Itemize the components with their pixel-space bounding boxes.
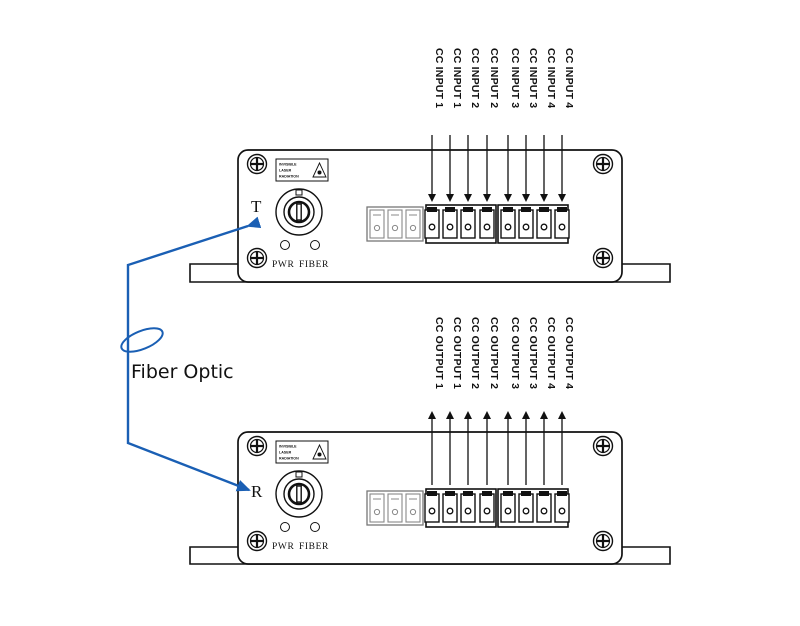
laser-hazard-dot <box>317 170 322 175</box>
laser-warning-text: INVISIBLE <box>279 163 297 167</box>
laser-warning-text: LASER <box>279 169 292 173</box>
unit-letter: R <box>251 482 263 501</box>
mounting-screw-icon <box>592 530 614 552</box>
pwr-led <box>280 240 290 250</box>
pwr-label: PWR <box>272 542 294 552</box>
laser-warning-text: INVISIBLE <box>279 445 297 449</box>
channel-label: CC INPUT 2 <box>488 48 500 108</box>
fiber-led <box>310 522 320 532</box>
signal-terminal-block <box>424 204 497 244</box>
fiber-label: FIBER <box>299 542 329 552</box>
channel-label: CC OUTPUT 4 <box>563 317 575 389</box>
fiber-connector <box>275 188 323 236</box>
mounting-screw-icon <box>592 153 614 175</box>
channel-label: CC OUTPUT 1 <box>433 317 445 389</box>
signal-terminal-block <box>424 488 497 528</box>
mounting-screw-icon <box>246 247 268 269</box>
channel-label: CC OUTPUT 4 <box>545 317 557 389</box>
mounting-screw-icon <box>592 435 614 457</box>
transmitter-unit: T INVISIBLE LASER RADIATION PWR FIBER CC INPUT… <box>189 48 671 283</box>
laser-hazard-dot <box>317 452 322 457</box>
fiber-led <box>310 240 320 250</box>
laser-hazard-icon <box>312 443 327 460</box>
channel-label: CC INPUT 4 <box>545 48 557 108</box>
channel-label: CC OUTPUT 3 <box>527 317 539 389</box>
mounting-screw-icon <box>592 247 614 269</box>
fiber-optic-label: Fiber Optic <box>131 361 234 383</box>
unit-letter: T <box>251 197 262 216</box>
receiver-unit: R INVISIBLE LASER RADIATION PWR FIBER CC OUTPU… <box>189 317 671 565</box>
pwr-led <box>280 522 290 532</box>
signal-terminal-block <box>497 204 570 244</box>
pwr-label: PWR <box>272 260 294 270</box>
channel-label: CC OUTPUT 1 <box>451 317 463 389</box>
channel-label: CC INPUT 3 <box>527 48 539 108</box>
channel-label: CC OUTPUT 3 <box>509 317 521 389</box>
fiber-label: FIBER <box>299 260 329 270</box>
laser-warning-text: RADIATION <box>279 457 299 461</box>
channel-label: CC INPUT 1 <box>451 48 463 108</box>
power-terminal-block <box>366 206 424 242</box>
channel-label: CC INPUT 1 <box>433 48 445 108</box>
channel-label: CC OUTPUT 2 <box>488 317 500 389</box>
channel-label: CC OUTPUT 2 <box>469 317 481 389</box>
channel-label: CC INPUT 4 <box>563 48 575 108</box>
channel-label: CC INPUT 2 <box>469 48 481 108</box>
signal-terminal-block <box>497 488 570 528</box>
laser-warning-text: RADIATION <box>279 175 299 179</box>
fiber-connector <box>275 470 323 518</box>
power-terminal-block <box>366 490 424 526</box>
fiber-optic-cable: Fiber Optic <box>120 216 262 492</box>
fiber-coil-icon <box>120 327 164 353</box>
laser-warning-text: LASER <box>279 451 292 455</box>
mounting-screw-icon <box>246 530 268 552</box>
mounting-screw-icon <box>246 153 268 175</box>
mounting-screw-icon <box>246 435 268 457</box>
channel-label: CC INPUT 3 <box>509 48 521 108</box>
laser-hazard-icon <box>312 161 327 178</box>
